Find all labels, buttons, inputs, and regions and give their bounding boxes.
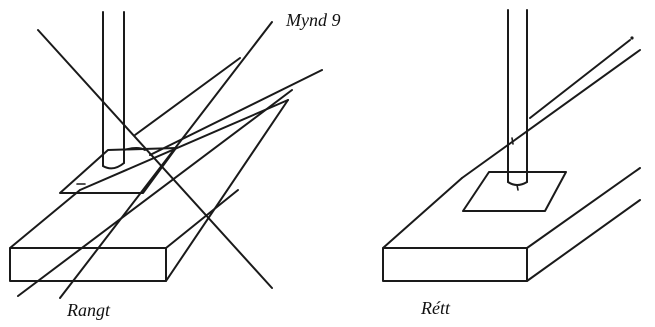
correct-back-rail <box>529 39 631 119</box>
wrong-cross-out-mark <box>37 21 273 299</box>
correct-example-drawing <box>382 9 641 282</box>
wrong-back-rail-upper <box>134 57 241 136</box>
correct-anchor-plate <box>462 171 567 212</box>
correct-post <box>507 9 528 191</box>
wrong-timber-beam <box>9 99 289 282</box>
wrong-label: Rangt <box>67 300 110 320</box>
wrong-example-drawing <box>9 11 323 299</box>
correct-timber-beam <box>382 49 641 282</box>
wrong-back-rail-lower <box>149 69 323 156</box>
correct-label: Rétt <box>421 298 450 318</box>
figure-title: Mynd 9 <box>286 10 341 30</box>
wrong-post <box>102 11 146 170</box>
wrong-diagonal-rail <box>17 89 293 297</box>
